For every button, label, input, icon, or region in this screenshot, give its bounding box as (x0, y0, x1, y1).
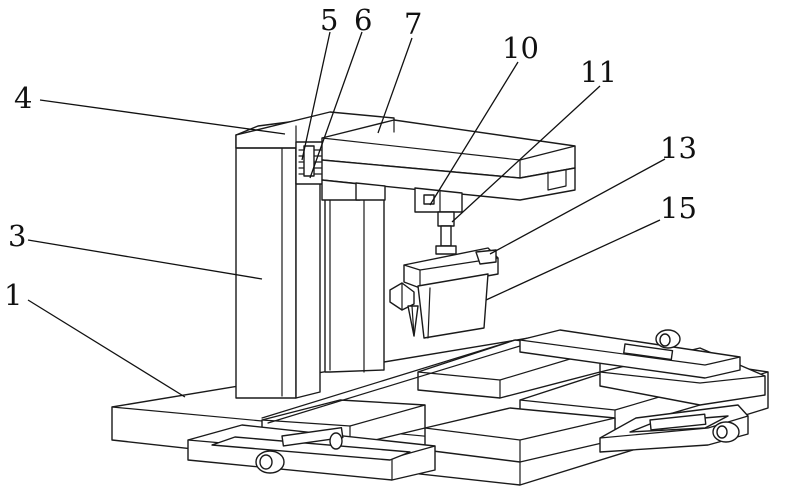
callout-1: 1 (4, 278, 22, 312)
leader-1 (28, 300, 185, 397)
callout-5: 5 (320, 3, 338, 37)
leader-7 (378, 38, 412, 133)
callout-13: 13 (660, 131, 697, 165)
callout-7: 7 (404, 7, 422, 41)
vertical-rod (436, 212, 456, 254)
horizontal-beam (322, 120, 575, 200)
leader-15 (486, 220, 660, 300)
callout-15: 15 (660, 191, 697, 225)
blade-tip (408, 306, 418, 336)
callout-6: 6 (354, 3, 372, 37)
rear-column (325, 190, 384, 372)
callout-3: 3 (8, 219, 26, 253)
leader-3 (28, 240, 262, 279)
leader-4 (40, 100, 285, 134)
callout-11: 11 (580, 55, 617, 89)
guide-plate (418, 274, 488, 338)
callout-4: 4 (14, 81, 32, 115)
callout-10: 10 (502, 31, 539, 65)
